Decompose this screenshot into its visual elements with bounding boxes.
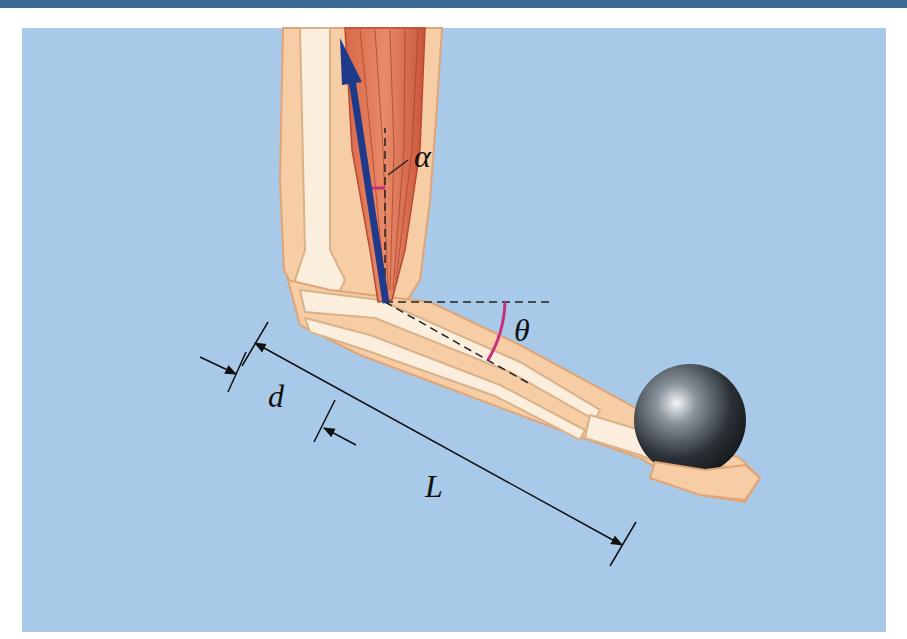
d-arrow bbox=[200, 357, 236, 374]
upper-arm bbox=[280, 28, 442, 318]
ball bbox=[634, 364, 746, 476]
force-arrow bbox=[352, 80, 386, 303]
fingers bbox=[650, 462, 760, 500]
alpha-leader bbox=[388, 160, 408, 175]
humerus bbox=[295, 28, 345, 300]
top-bar bbox=[0, 0, 907, 8]
d-arrow bbox=[324, 428, 356, 445]
angle-label: α bbox=[414, 140, 431, 172]
theta-arc bbox=[488, 302, 505, 360]
angle-label: θ bbox=[514, 314, 530, 346]
background-panel bbox=[22, 28, 886, 632]
dimension-label: d bbox=[268, 380, 284, 412]
dimension-label: L bbox=[425, 470, 443, 502]
length-dimension bbox=[255, 343, 622, 545]
forearm bbox=[288, 280, 760, 502]
radius-bone bbox=[300, 290, 600, 420]
force-arrowhead bbox=[340, 38, 362, 85]
biceps-muscle bbox=[345, 28, 425, 302]
